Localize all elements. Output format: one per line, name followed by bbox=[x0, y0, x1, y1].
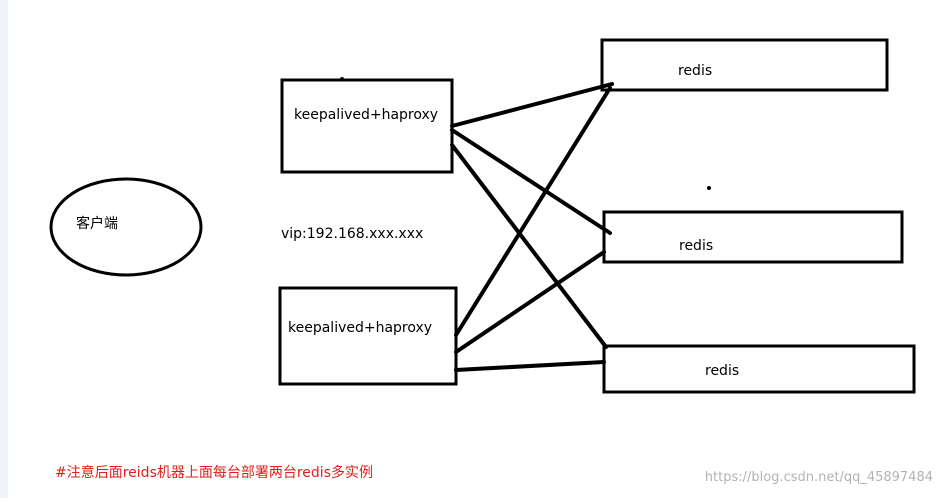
watermark: https://blog.csdn.net/qq_45897484 bbox=[704, 470, 933, 485]
left-margin-strip bbox=[0, 0, 8, 498]
proxy-node-1 bbox=[280, 78, 454, 174]
redis-node-3 bbox=[602, 344, 916, 394]
link-proxy2-redis1 bbox=[454, 86, 612, 337]
proxy-node-2 bbox=[278, 286, 458, 386]
link-proxy1-redis2 bbox=[450, 128, 612, 235]
redis-node-1 bbox=[600, 38, 889, 92]
link-proxy1-redis3 bbox=[450, 143, 608, 349]
redis-node-2 bbox=[602, 210, 904, 264]
proxy-label-1: keepalived+haproxy bbox=[294, 107, 439, 123]
stray-dot bbox=[340, 77, 344, 81]
client-label: 客户端 bbox=[76, 216, 118, 232]
redis-label-2: redis bbox=[679, 238, 714, 254]
link-proxy1-redis1 bbox=[450, 82, 614, 128]
redis-label-1: redis bbox=[678, 63, 713, 79]
proxy-label-2: keepalived+haproxy bbox=[288, 320, 433, 336]
stray-dot bbox=[707, 186, 711, 190]
vip-label: vip:192.168.xxx.xxx bbox=[281, 226, 424, 242]
deployment-note: #注意后面reids机器上面每台部署两台redis多实例 bbox=[55, 465, 373, 481]
link-proxy2-redis2 bbox=[454, 250, 606, 354]
redis-label-3: redis bbox=[705, 363, 740, 379]
link-proxy2-redis3 bbox=[454, 360, 606, 372]
client-node bbox=[49, 177, 203, 277]
